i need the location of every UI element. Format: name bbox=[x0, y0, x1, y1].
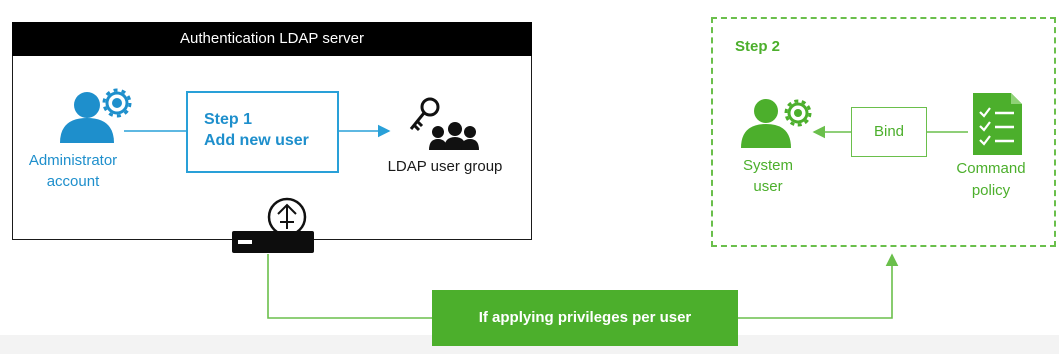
privileges-per-user-button[interactable]: If applying privileges per user bbox=[432, 290, 738, 346]
administrator-label-line1: Administrator bbox=[28, 152, 118, 169]
system-user-line2: user bbox=[753, 178, 783, 195]
network-device-icon bbox=[232, 197, 314, 253]
system-user-line1: System bbox=[742, 157, 793, 174]
step1-title: Step 1 bbox=[204, 111, 253, 128]
command-policy-label: Command policy bbox=[944, 158, 1038, 202]
administrator-account-label: Administrator account bbox=[18, 150, 128, 192]
step1-subtitle: Add new user bbox=[204, 132, 309, 149]
button-to-step2-arrow bbox=[738, 253, 899, 319]
system-user-label: System user bbox=[730, 155, 806, 197]
key-group-icon bbox=[409, 97, 479, 150]
device-to-button-connector bbox=[267, 254, 432, 319]
bind-box: Bind bbox=[851, 107, 927, 157]
step2-title: Step 2 bbox=[735, 38, 781, 55]
administrator-label-line2: account bbox=[46, 173, 100, 190]
user-gear-icon bbox=[60, 88, 132, 143]
command-policy-line1: Command bbox=[956, 160, 1026, 177]
ldap-server-title: Authentication LDAP server bbox=[12, 22, 532, 56]
step2-box bbox=[711, 17, 1056, 247]
command-policy-line2: policy bbox=[971, 182, 1011, 199]
system-user-gear-icon bbox=[741, 99, 812, 148]
ldap-user-group-label: LDAP user group bbox=[387, 158, 503, 175]
step1-box bbox=[186, 91, 339, 173]
document-checklist-icon bbox=[973, 93, 1022, 155]
